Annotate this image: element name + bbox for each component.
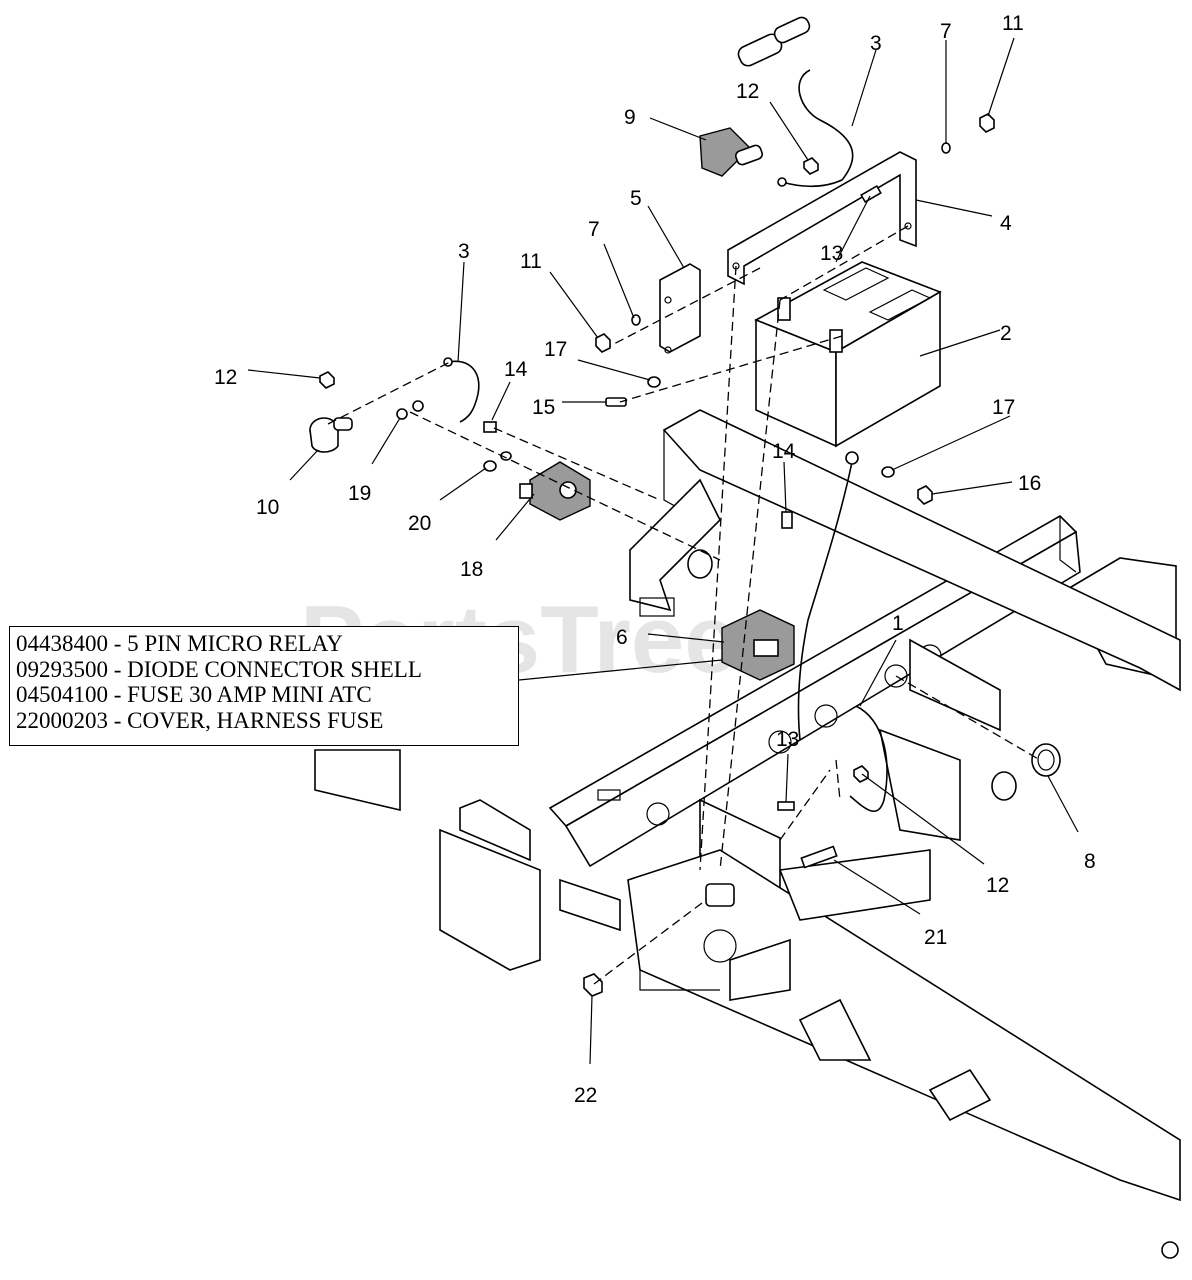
frame-rear-rail: [662, 409, 1181, 732]
callout-1: 1: [892, 612, 904, 635]
callout-21: 21: [924, 926, 947, 949]
hardware: [319, 113, 995, 997]
ground-cable: [797, 451, 859, 741]
callout-5: 5: [630, 187, 642, 210]
callout-19: 19: [348, 482, 371, 505]
callout-14-center: 14: [772, 440, 796, 463]
solenoid: [519, 461, 591, 521]
callout-17-left: 17: [544, 338, 567, 361]
legend-row-harness-fuse-cover: 22000203 - COVER, HARNESS FUSE: [16, 707, 384, 733]
callout-8: 8: [1084, 850, 1096, 873]
legend-row-diode-connector-shell: 09293500 - DIODE CONNECTOR SHELL: [16, 656, 422, 682]
callout-3-upper: 3: [870, 32, 882, 55]
legend-row-fuse: 04504100 - FUSE 30 AMP MINI ATC: [16, 682, 372, 707]
callout-12-upper: 12: [736, 80, 759, 103]
grommet: [687, 549, 1061, 801]
harness-lead: [849, 705, 888, 813]
callout-6: 6: [616, 626, 628, 649]
callout-11-lower: 11: [520, 250, 542, 273]
callout-22: 22: [574, 1084, 597, 1107]
relay-fuse-holder: [721, 609, 795, 681]
battery-hold-down-bracket: [727, 151, 917, 286]
callout-9: 9: [624, 106, 636, 129]
callout-2: 2: [1000, 322, 1012, 345]
frame-bottom-rail: [627, 849, 1181, 1259]
callout-13-upper: 13: [820, 242, 843, 265]
legend-row-micro-relay: 04438400 - 5 PIN MICRO RELAY: [16, 631, 343, 656]
callout-16: 16: [1018, 472, 1041, 495]
bracket-5: [659, 263, 701, 354]
callout-12-lower: 12: [986, 874, 1009, 897]
frame-left-side: [314, 478, 961, 971]
callout-7-lower: 7: [588, 218, 600, 241]
callout-18: 18: [460, 558, 483, 581]
callout-14-left: 14: [504, 358, 528, 381]
callout-3-lower: 3: [458, 240, 470, 263]
leader-lines: [247, 37, 1079, 1065]
callout-10: 10: [256, 496, 279, 519]
callout-13-lower: 13: [776, 728, 799, 751]
callout-17-right: 17: [992, 396, 1015, 419]
callout-4: 4: [1000, 212, 1012, 235]
part-number-legend: 04438400 - 5 PIN MICRO RELAY 09293500 - …: [9, 626, 519, 746]
callout-7-upper: 7: [940, 20, 952, 43]
assembly-lines: [327, 225, 1041, 985]
callout-20: 20: [408, 512, 431, 535]
callouts: 1 2 3 3 4 5 6 7 7 8 9 10 11 11 12 12 12 …: [214, 12, 1096, 1107]
battery-cable-upper: [777, 69, 854, 188]
callout-11-upper: 11: [1002, 12, 1024, 35]
terminal-boot: [699, 127, 764, 177]
terminal-connector-top: [737, 16, 811, 67]
terminal-cover: [309, 417, 353, 453]
battery: [754, 261, 942, 448]
callout-15: 15: [532, 396, 555, 419]
callout-12-left: 12: [214, 366, 237, 389]
battery-cable-lower: [443, 357, 480, 423]
